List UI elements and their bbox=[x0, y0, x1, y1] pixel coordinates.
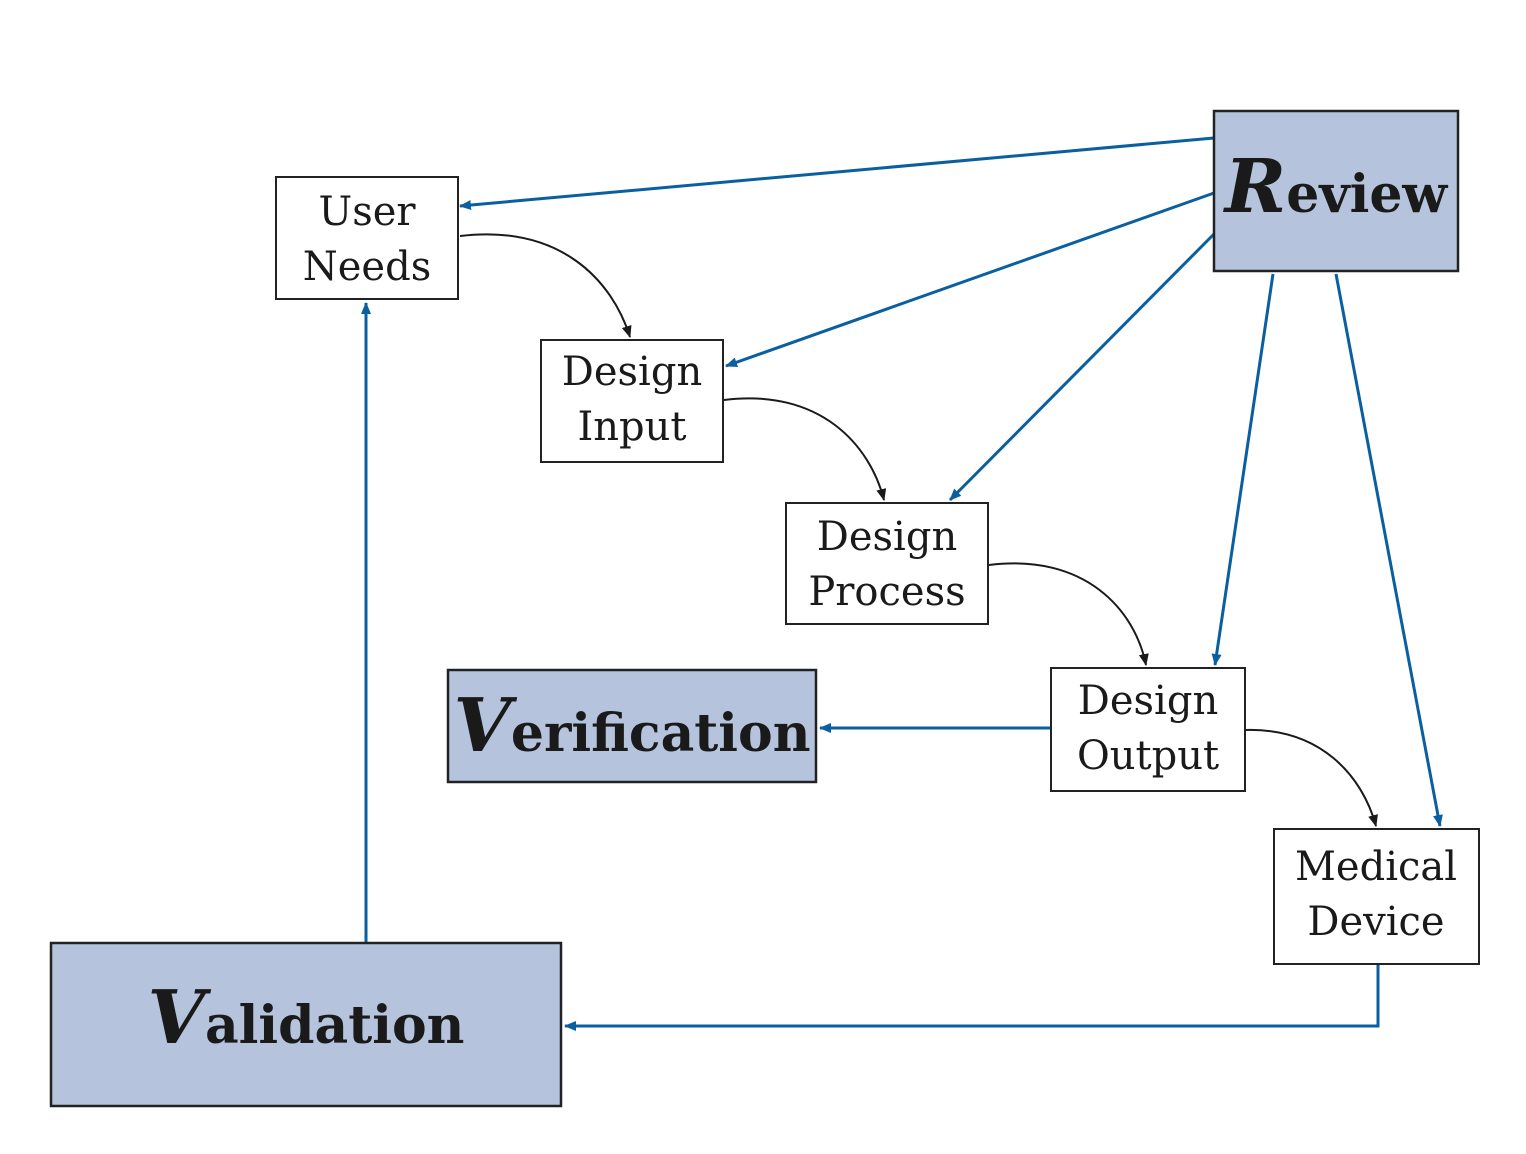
verification-node: Verification bbox=[446, 668, 818, 784]
validation-initial: V bbox=[148, 975, 212, 1061]
design-process-line2: Process bbox=[808, 569, 965, 615]
validation-title: Validation bbox=[148, 975, 465, 1061]
link-medical-device-to-validation bbox=[564, 965, 1380, 1031]
link-review-to-design-process bbox=[948, 232, 1216, 502]
design-process-node: Design Process bbox=[785, 502, 989, 625]
link-review-to-design-output bbox=[1211, 273, 1275, 666]
flow-arrows bbox=[459, 233, 1378, 827]
verification-rest: erification bbox=[511, 703, 811, 764]
medical-device-node: Medical Device bbox=[1273, 828, 1480, 965]
medical-device-line1: Medical bbox=[1295, 844, 1457, 890]
flow-design-output-to-medical-device bbox=[1245, 728, 1378, 827]
design-input-line1: Design bbox=[562, 349, 702, 395]
flow-design-input-to-design-process bbox=[723, 397, 887, 501]
validation-rest: alidation bbox=[205, 995, 465, 1056]
review-links bbox=[459, 136, 1443, 827]
validation-node: Validation bbox=[49, 941, 563, 1108]
design-output-line2: Output bbox=[1077, 733, 1219, 779]
user-needs-line2: Needs bbox=[303, 244, 431, 290]
verification-title: Verification bbox=[453, 683, 810, 769]
review-title: Review bbox=[1223, 144, 1449, 230]
design-output-node: Design Output bbox=[1050, 667, 1246, 792]
link-review-to-user-needs bbox=[459, 136, 1215, 210]
medical-device-line2: Device bbox=[1307, 899, 1444, 945]
link-review-to-design-input bbox=[725, 191, 1215, 368]
review-rest: eview bbox=[1286, 164, 1448, 225]
verification-initial: V bbox=[453, 683, 517, 769]
user-needs-line1: User bbox=[318, 189, 416, 235]
flow-user-needs-to-design-input bbox=[459, 233, 632, 338]
design-input-node: Design Input bbox=[540, 339, 724, 463]
flow-design-process-to-design-output bbox=[988, 562, 1149, 666]
user-needs-node: User Needs bbox=[275, 176, 459, 300]
review-initial: R bbox=[1223, 144, 1287, 230]
review-node: Review bbox=[1212, 109, 1460, 273]
design-output-line1: Design bbox=[1078, 678, 1218, 724]
link-review-to-medical-device bbox=[1334, 273, 1443, 827]
design-input-line2: Input bbox=[577, 404, 686, 450]
design-process-line1: Design bbox=[817, 514, 957, 560]
